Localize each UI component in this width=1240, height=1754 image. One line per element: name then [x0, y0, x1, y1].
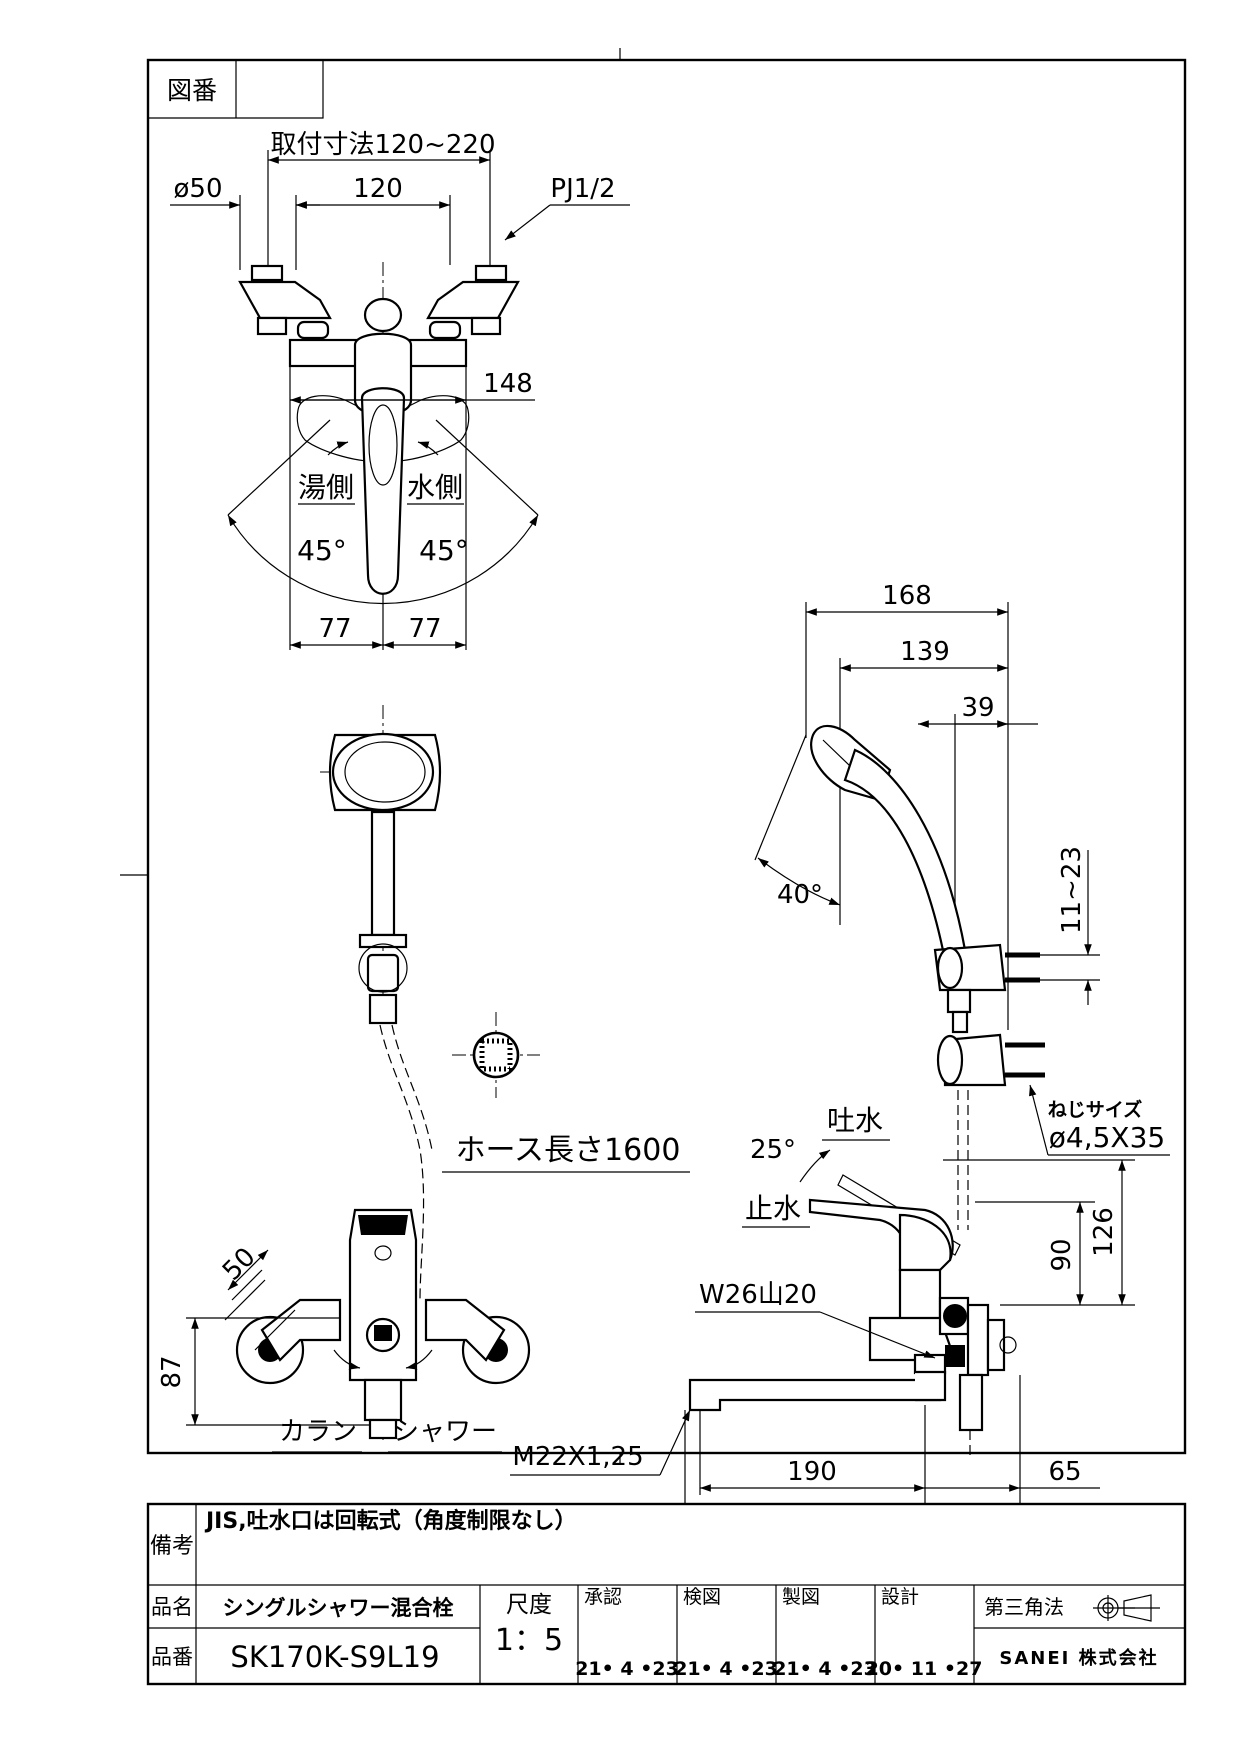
dim-w168: 168	[882, 581, 932, 611]
dim-h126: 126	[1089, 1207, 1119, 1257]
shower-head-side-view: 168 139 39 40° 11~23	[754, 581, 1170, 1230]
remarks-label: 備考	[150, 1534, 194, 1559]
dim-angle-right: 45°	[419, 534, 469, 567]
dim-hose-length: ホース長さ1600	[456, 1133, 681, 1168]
scale-value: 1：5	[495, 1623, 563, 1658]
projection-label: 第三角法	[984, 1595, 1064, 1619]
dim-w26: W26山20	[699, 1280, 817, 1310]
dim-screw-size: ø4,5X35	[1049, 1121, 1165, 1154]
label-spout-off: 止水	[745, 1192, 801, 1225]
label-shower: シャワー	[393, 1417, 497, 1447]
dim-h11-23: 11~23	[1057, 846, 1087, 934]
dim-w77-right: 77	[408, 614, 441, 644]
dim-d50: ø50	[174, 174, 223, 204]
dim-d50b: 50	[217, 1242, 262, 1287]
dim-h90: 90	[1047, 1238, 1077, 1271]
dim-w77-left: 77	[318, 614, 351, 644]
product-name-label: 品名	[151, 1595, 193, 1619]
remarks-text: JIS,吐水口は回転式（角度制限なし）	[204, 1508, 577, 1534]
drafting-label: 製図	[782, 1586, 820, 1608]
dim-w148: 148	[483, 369, 533, 399]
design-label: 設計	[881, 1586, 919, 1608]
dim-a25: 25°	[750, 1135, 796, 1165]
title-block: 備考 JIS,吐水口は回転式（角度制限なし） 品名 シングルシャワー混合栓 品番…	[146, 1502, 1187, 1686]
check-date: 21• 4 •23	[674, 1658, 778, 1680]
approval-date: 21• 4 •23	[575, 1658, 679, 1680]
dim-w139: 139	[900, 637, 950, 667]
hose-cross-section	[452, 1012, 540, 1098]
dim-angle-left: 45°	[297, 534, 347, 567]
dim-w65: 65	[1048, 1457, 1081, 1487]
dim-w39: 39	[961, 693, 994, 723]
check-label: 検図	[683, 1586, 721, 1608]
dim-a40: 40°	[777, 880, 823, 910]
approval-label: 承認	[584, 1586, 622, 1608]
drafting-date: 21• 4 •23	[773, 1658, 877, 1680]
product-name-value: シングルシャワー混合栓	[223, 1596, 454, 1620]
sheet-border	[120, 48, 1187, 1465]
company-name: SANEI 株式会社	[999, 1647, 1158, 1669]
scale-label: 尺度	[506, 1592, 552, 1618]
product-number-value: SK170K-S9L19	[230, 1640, 439, 1674]
drawing-number-box: 図番	[148, 60, 324, 119]
design-date: 20• 11 •27	[866, 1658, 983, 1680]
mixer-front-view: 50 87 カラン シャワー	[157, 1208, 531, 1453]
dim-m22: M22X1,25	[512, 1442, 643, 1472]
mixer-side-view: 25° 吐水 止水 90 126 W26山20 M22X1,25 190 65	[510, 1104, 1135, 1550]
label-spout-on: 吐水	[827, 1104, 883, 1137]
label-hot-side: 湯側	[298, 471, 354, 504]
dim-pj: PJ1/2	[550, 174, 615, 204]
label-screw: ねじサイズ	[1048, 1098, 1142, 1121]
shower-head-front-view	[320, 705, 445, 1301]
third-angle-projection-icon	[1093, 1594, 1160, 1622]
drawing-number-label: 図番	[167, 76, 217, 105]
dim-h87: 87	[157, 1355, 187, 1388]
dim-w190: 190	[787, 1457, 837, 1487]
dim-w120: 120	[353, 174, 403, 204]
dim-mounting: 取付寸法120~220	[270, 130, 495, 160]
product-number-label: 品番	[151, 1645, 193, 1669]
front-view-top: 取付寸法120~220 ø50 120 PJ1/2 148	[170, 130, 630, 650]
label-cold-side: 水側	[407, 471, 463, 504]
label-faucet: カラン	[279, 1417, 357, 1447]
